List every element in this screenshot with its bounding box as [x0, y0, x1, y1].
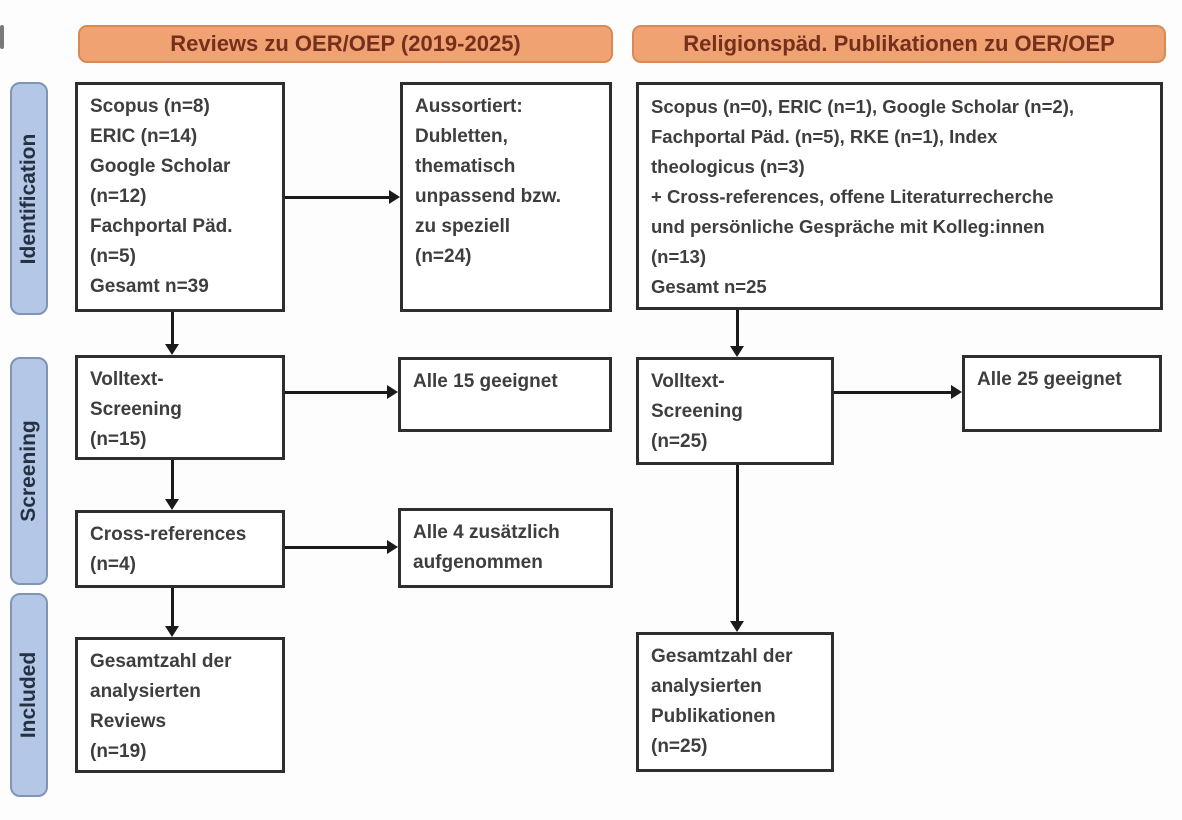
- arrow-right-sources-to-fulltext: [730, 310, 744, 357]
- arrow-left-fulltext-to-crossref: [165, 460, 179, 510]
- box-left-fulltext-screening: Volltext- Screening (n=15): [75, 355, 285, 460]
- arrow-left-crossref-to-added: [285, 540, 398, 554]
- column-header-religionspaed: Religionspäd. Publikationen zu OER/OEP: [632, 25, 1166, 63]
- arrowhead-down-icon: [730, 621, 744, 632]
- stage-tab-included: Included: [10, 593, 48, 797]
- arrow-left-sources-to-fulltext: [165, 312, 179, 355]
- arrowhead-down-icon: [165, 626, 179, 637]
- arrow-line: [170, 312, 174, 345]
- arrowhead-right-icon: [951, 385, 962, 399]
- box-left-sources: Scopus (n=8) ERIC (n=14) Google Scholar …: [75, 82, 285, 312]
- box-left-crossreferences: Cross-references (n=4): [75, 510, 285, 588]
- arrow-right-fulltext-to-eligible: [834, 385, 962, 399]
- arrow-line: [735, 465, 739, 622]
- cropped-edge-mark: [0, 25, 4, 49]
- arrow-line: [170, 588, 174, 627]
- arrow-line: [285, 195, 390, 199]
- arrow-left-fulltext-to-eligible: [285, 385, 398, 399]
- stage-tab-identification: Identification: [10, 82, 48, 315]
- arrowhead-down-icon: [165, 344, 179, 355]
- arrow-line: [285, 545, 388, 549]
- arrow-left-sources-to-excluded: [285, 190, 400, 204]
- arrow-line: [285, 390, 388, 394]
- arrowhead-right-icon: [387, 385, 398, 399]
- box-right-fulltext-screening: Volltext- Screening (n=25): [636, 357, 834, 465]
- arrow-line: [170, 460, 174, 500]
- column-header-reviews: Reviews zu OER/OEP (2019-2025): [78, 25, 613, 63]
- stage-tab-included-label: Included: [17, 651, 40, 739]
- box-right-eligible: Alle 25 geeignet: [962, 355, 1162, 432]
- arrow-line: [834, 390, 952, 394]
- box-right-total: Gesamtzahl der analysierten Publikatione…: [636, 632, 834, 772]
- box-left-eligible: Alle 15 geeignet: [398, 357, 612, 432]
- stage-tab-identification-label: Identification: [17, 133, 40, 264]
- arrowhead-down-icon: [165, 499, 179, 510]
- box-right-sources: Scopus (n=0), ERIC (n=1), Google Scholar…: [636, 82, 1163, 310]
- box-left-added: Alle 4 zusätzlich aufgenommen: [398, 508, 613, 588]
- stage-tab-screening: Screening: [10, 357, 48, 585]
- arrow-right-fulltext-to-total: [730, 465, 744, 632]
- arrowhead-down-icon: [730, 346, 744, 357]
- arrowhead-right-icon: [389, 190, 400, 204]
- arrow-line: [735, 310, 739, 347]
- arrowhead-right-icon: [387, 540, 398, 554]
- arrow-left-crossref-to-total: [165, 588, 179, 637]
- box-left-total: Gesamtzahl der analysierten Reviews (n=1…: [75, 637, 285, 773]
- box-left-excluded: Aussortiert: Dubletten, thematisch unpas…: [400, 82, 612, 312]
- stage-tab-screening-label: Screening: [17, 420, 40, 522]
